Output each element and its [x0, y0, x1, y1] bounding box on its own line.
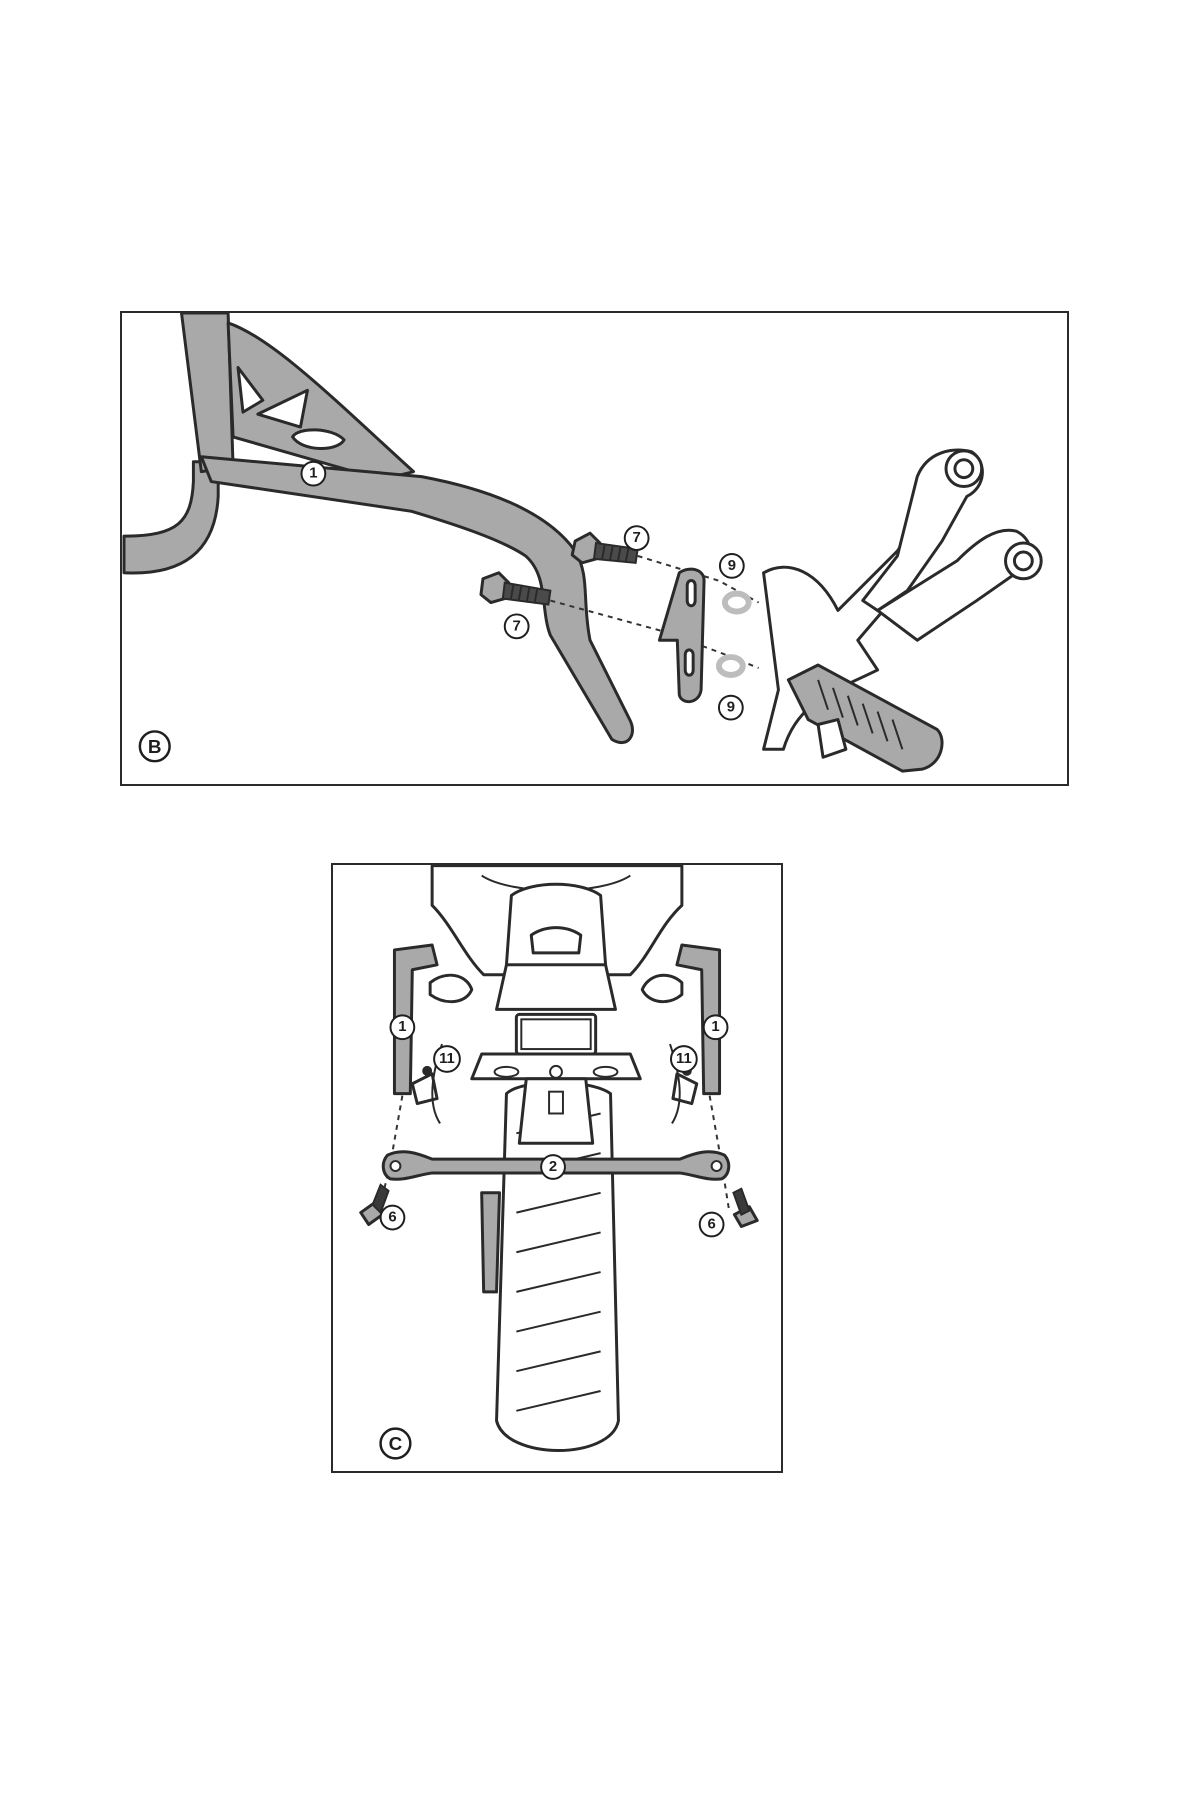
callout-part-1-right: 1 — [702, 1014, 729, 1041]
side-bracket-left-part-1 — [392, 943, 443, 1124]
callout-part-9-lower: 9 — [717, 694, 744, 721]
svg-text:6: 6 — [388, 1210, 396, 1226]
turn-signal-left — [428, 973, 474, 1004]
svg-text:9: 9 — [728, 558, 736, 574]
diagram-panel-b: 1 7 7 9 9 B — [120, 311, 1069, 786]
svg-text:1: 1 — [398, 1019, 406, 1035]
bolt-part-7-lower — [479, 571, 552, 606]
svg-text:1: 1 — [309, 466, 317, 482]
callout-part-2: 2 — [540, 1154, 566, 1180]
frame-bar-part-1 — [122, 313, 634, 745]
nut-part-11-left — [422, 1065, 433, 1076]
callout-part-1-left: 1 — [389, 1014, 416, 1041]
panel-label-b: B — [138, 730, 171, 763]
svg-text:C: C — [389, 1433, 403, 1454]
alignment-line-right — [708, 1095, 731, 1213]
svg-text:11: 11 — [676, 1051, 692, 1067]
rear-wheel — [480, 1077, 620, 1452]
callout-part-6-right: 6 — [698, 1211, 725, 1238]
washer-part-9-upper — [721, 590, 752, 615]
rear-bodywork — [430, 865, 684, 1081]
callout-part-7-lower: 7 — [503, 613, 530, 640]
panel-c-illustration: 1 1 11 11 2 6 6 C — [359, 865, 759, 1460]
callout-part-11-right: 11 — [669, 1045, 698, 1073]
svg-text:7: 7 — [633, 530, 641, 546]
bolt-part-7-upper — [570, 531, 639, 565]
callout-part-11-left: 11 — [433, 1045, 461, 1073]
diagram-panel-c: 1 1 11 11 2 6 6 C — [331, 863, 783, 1473]
svg-text:6: 6 — [707, 1216, 715, 1232]
side-bracket-right-part-1 — [669, 943, 722, 1124]
svg-text:9: 9 — [727, 700, 735, 716]
svg-text:11: 11 — [439, 1051, 455, 1067]
callout-part-6-left: 6 — [379, 1204, 406, 1231]
svg-text:1: 1 — [711, 1019, 719, 1035]
footrest-bracket — [762, 448, 1043, 773]
screw-part-6-right — [732, 1187, 759, 1228]
callout-part-7-upper: 7 — [623, 525, 650, 551]
svg-text:B: B — [148, 736, 162, 757]
washer-part-9-lower — [715, 654, 746, 678]
mounting-plate — [657, 567, 706, 704]
turn-signal-right — [640, 973, 684, 1004]
panel-b-illustration: 1 7 7 9 9 B — [122, 313, 1043, 773]
callout-part-1: 1 — [300, 460, 327, 487]
screw-part-6-left — [359, 1183, 390, 1226]
svg-text:7: 7 — [513, 618, 521, 634]
callout-part-9-upper: 9 — [718, 552, 745, 579]
svg-text:2: 2 — [549, 1159, 557, 1175]
panel-label-c: C — [379, 1427, 412, 1460]
